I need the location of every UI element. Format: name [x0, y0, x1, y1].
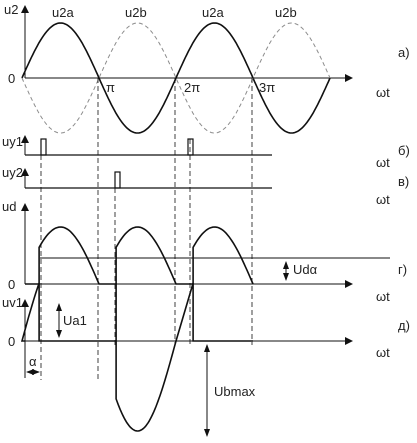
alpha-label: α: [29, 354, 37, 369]
wave-label-u2b-2: u2b: [275, 5, 297, 20]
panel-d-x-axis-label: ωt: [376, 345, 390, 360]
tick-label-pi: π: [106, 80, 115, 95]
panel-d-thyristor-voltage: uv1 0 Ua1 α Ubmax ωt д): [2, 282, 410, 437]
panel-a-origin-label: 0: [8, 71, 15, 86]
gate-pulse-1a: [40, 138, 47, 156]
panel-a-supply-voltages: u2 0 ωt а) u2a u2b u2a u2b π 2π 3π: [4, 2, 410, 134]
panel-v-x-axis-label: ωt: [376, 192, 390, 207]
gate-pulse-1b: [187, 138, 194, 156]
panel-g-output-voltage: ud 0 Udα ωt г): [2, 199, 407, 304]
panel-a-marker: а): [398, 45, 410, 60]
wave-label-u2a-1: u2a: [52, 5, 74, 20]
panel-d-y-axis-label: uv1: [2, 295, 23, 310]
panel-v-gate-pulses-2: uy2 ωt в): [2, 165, 409, 207]
panel-a-y-axis-label: u2: [4, 2, 18, 17]
thyristor-voltage-curve: [20, 282, 253, 432]
tick-label-2pi: 2π: [184, 80, 200, 95]
panel-b-y-axis-label: uy1: [2, 134, 23, 149]
wave-u2b-curve: [21, 22, 331, 134]
panel-b-gate-pulses-1: uy1 ωt б): [2, 134, 410, 170]
output-voltage-curve: [25, 226, 254, 285]
panel-v-y-axis-label: uy2: [2, 165, 23, 180]
panel-g-y-axis-label: ud: [2, 199, 16, 214]
panel-g-marker: г): [398, 262, 407, 277]
panel-g-origin-label: 0: [8, 277, 15, 292]
panel-g-x-axis-label: ωt: [376, 289, 390, 304]
tick-label-3pi: 3π: [259, 80, 275, 95]
dashed-guide-lines: [40, 78, 253, 380]
panel-v-marker: в): [398, 174, 409, 189]
udalpha-label: Udα: [293, 262, 318, 277]
wave-label-u2a-2: u2a: [202, 5, 224, 20]
panel-d-marker: д): [398, 318, 410, 333]
wave-label-u2b-1: u2b: [125, 5, 147, 20]
panel-b-x-axis-label: ωt: [376, 155, 390, 170]
panel-b-marker: б): [398, 143, 410, 158]
gate-pulse-2a: [114, 171, 121, 189]
panel-d-origin-label: 0: [8, 334, 15, 349]
panel-a-x-axis-label: ωt: [376, 85, 390, 100]
ubmax-label: Ubmax: [214, 384, 256, 399]
ua1-label: Ua1: [63, 313, 87, 328]
wave-u2a-curve: [21, 22, 331, 134]
